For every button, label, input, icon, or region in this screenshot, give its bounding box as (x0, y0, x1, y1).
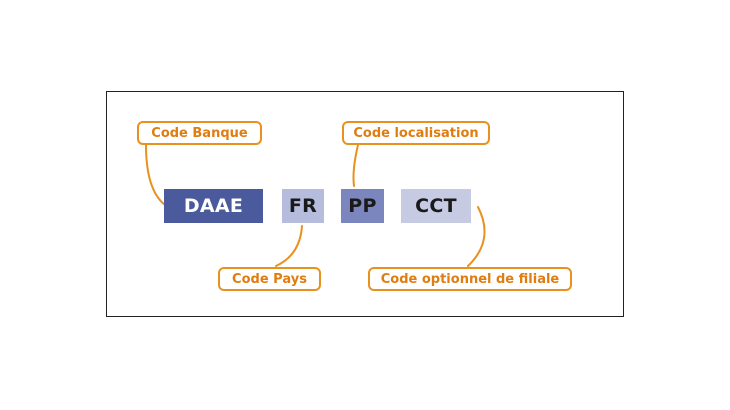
label-code-optionnel-filiale: Code optionnel de filiale (368, 267, 572, 291)
segment-branch-code: CCT (401, 189, 471, 223)
segment-country-code: FR (282, 189, 324, 223)
diagram-frame (106, 91, 624, 317)
segment-bank-code: DAAE (164, 189, 263, 223)
label-code-banque: Code Banque (137, 121, 262, 145)
label-code-localisation: Code localisation (342, 121, 490, 145)
label-code-pays: Code Pays (218, 267, 321, 291)
segment-location-code: PP (341, 189, 384, 223)
